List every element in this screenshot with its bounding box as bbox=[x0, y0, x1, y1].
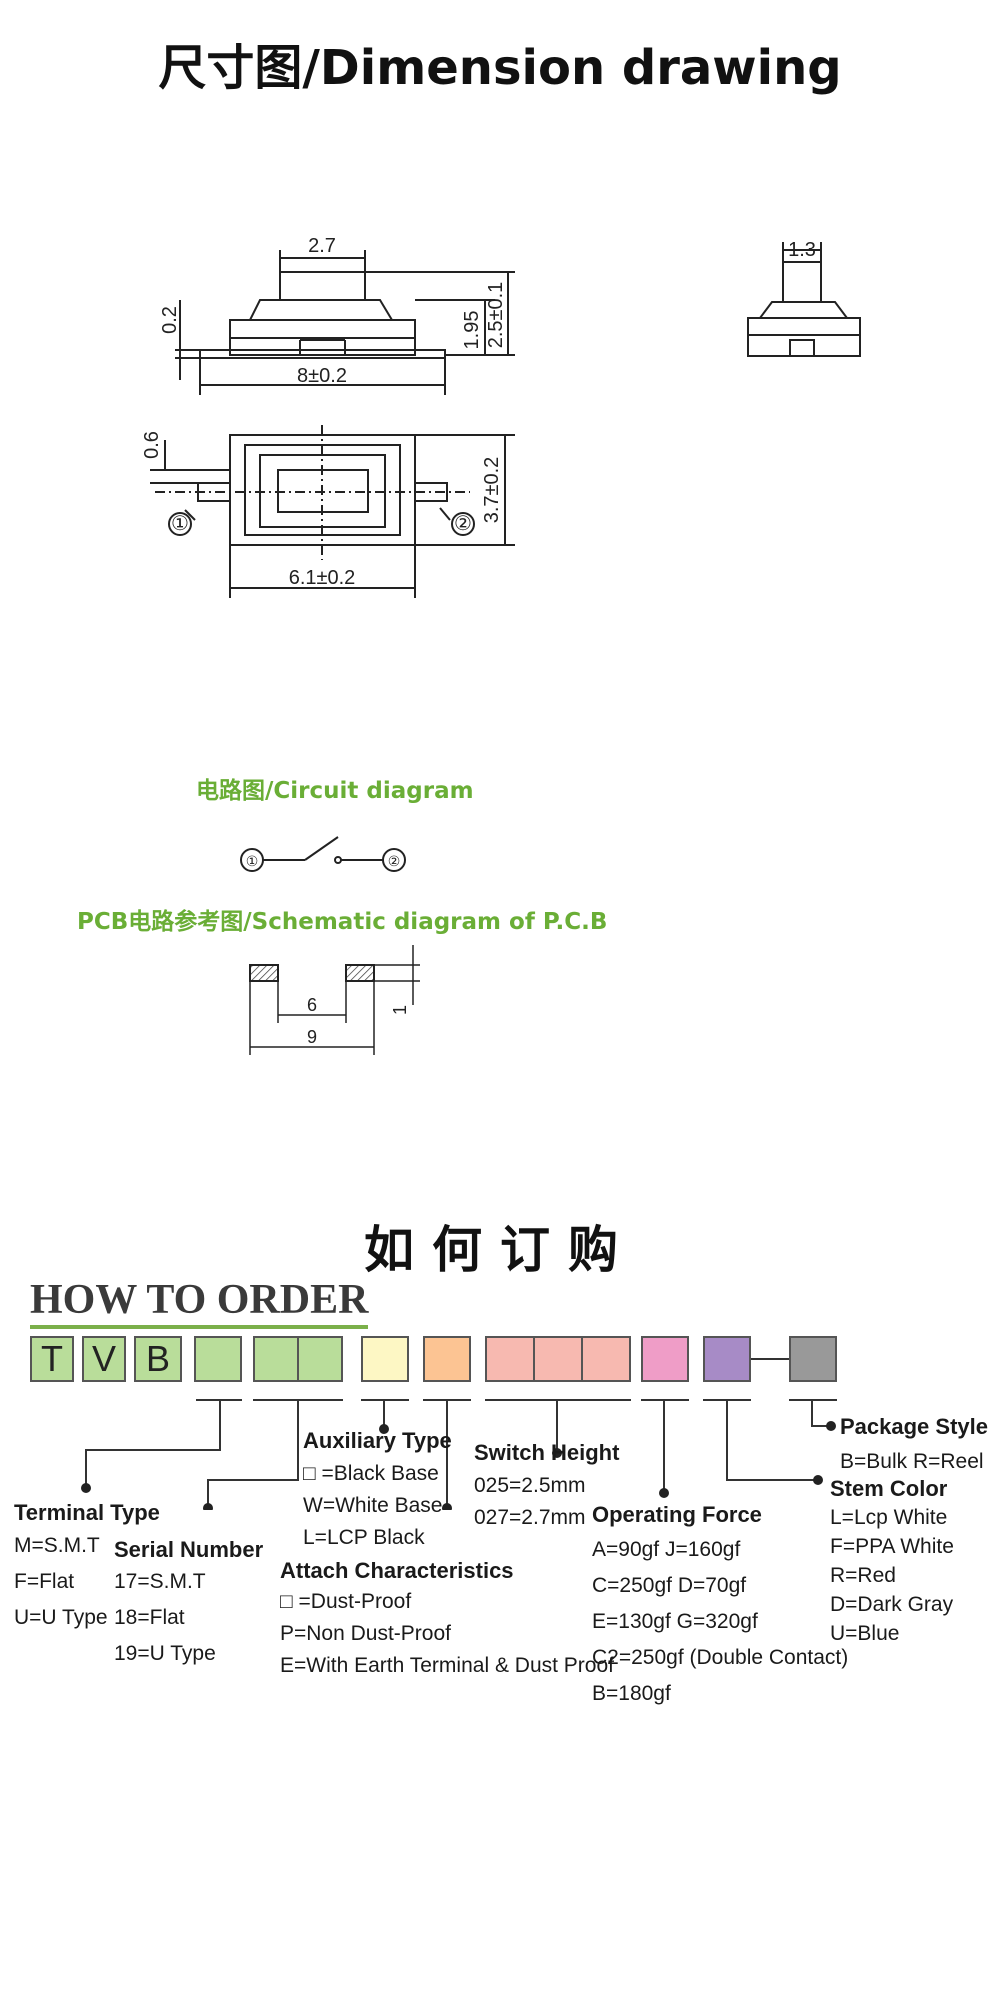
operating-force-heading: Operating Force bbox=[592, 1502, 762, 1527]
terminal-type-option: M=S.M.T bbox=[14, 1534, 100, 1557]
code-box: V bbox=[82, 1336, 126, 1382]
order-title-en: HOW TO ORDER bbox=[30, 1277, 369, 1323]
attach-option: E=With Earth Terminal & Dust Proof bbox=[280, 1654, 614, 1677]
stem-color-heading: Stem Color bbox=[830, 1476, 948, 1501]
svg-text:6: 6 bbox=[307, 995, 317, 1015]
stem-color-option: F=PPA White bbox=[830, 1535, 954, 1558]
attach-option: P=Non Dust-Proof bbox=[280, 1622, 451, 1645]
code-box bbox=[485, 1336, 535, 1382]
auxiliary-type-option: □ =Black Base bbox=[303, 1462, 439, 1485]
order-title-underline bbox=[30, 1325, 368, 1329]
actuator-side bbox=[279, 271, 366, 301]
auxiliary-type-heading: Auxiliary Type bbox=[303, 1428, 452, 1453]
switch-height-option: 025=2.5mm bbox=[474, 1474, 586, 1497]
code-box bbox=[703, 1336, 751, 1382]
svg-text:3.7±0.2: 3.7±0.2 bbox=[481, 457, 503, 524]
auxiliary-type-option: W=White Base bbox=[303, 1494, 443, 1517]
code-box: T bbox=[30, 1336, 74, 1382]
code-box bbox=[581, 1336, 631, 1382]
switch-height-option: 027=2.7mm bbox=[474, 1506, 586, 1529]
svg-text:①: ① bbox=[246, 854, 259, 870]
order-title-cn: 如何订购 bbox=[364, 1221, 636, 1279]
cap-side bbox=[248, 299, 394, 321]
svg-text:9: 9 bbox=[307, 1027, 317, 1047]
page-title: 尺寸图/Dimension drawing bbox=[158, 40, 842, 96]
operating-force-option: A=90gf J=160gf bbox=[592, 1538, 741, 1561]
svg-text:0.6: 0.6 bbox=[141, 431, 163, 459]
svg-text:1.3: 1.3 bbox=[788, 239, 816, 261]
svg-text:2.5±0.1: 2.5±0.1 bbox=[485, 282, 507, 349]
code-box bbox=[253, 1336, 299, 1382]
stem-color-option: R=Red bbox=[830, 1564, 896, 1587]
svg-text:1.95: 1.95 bbox=[461, 311, 483, 350]
svg-text:①: ① bbox=[171, 513, 189, 535]
serial-number-option: 19=U Type bbox=[114, 1642, 216, 1665]
attach-heading: Attach Characteristics bbox=[280, 1558, 514, 1583]
svg-text:6.1±0.2: 6.1±0.2 bbox=[289, 567, 356, 589]
svg-text:0.2: 0.2 bbox=[159, 306, 181, 334]
switch-height-heading: Switch Height bbox=[474, 1440, 620, 1465]
package-style-heading: Package Style bbox=[840, 1414, 988, 1439]
terminal-type-option: U=U Type bbox=[14, 1606, 108, 1629]
serial-number-option: 17=S.M.T bbox=[114, 1570, 206, 1593]
svg-text:8±0.2: 8±0.2 bbox=[297, 365, 347, 387]
code-box bbox=[789, 1336, 837, 1382]
operating-force-option: C2=250gf (Double Contact) bbox=[592, 1646, 849, 1669]
order-connectors bbox=[81, 1358, 837, 1510]
circuit-title: 电路图/Circuit diagram bbox=[196, 778, 474, 804]
code-box bbox=[641, 1336, 689, 1382]
serial-number-heading: Serial Number bbox=[114, 1537, 264, 1562]
auxiliary-type-option: L=LCP Black bbox=[303, 1526, 425, 1549]
terminal-type-option: F=Flat bbox=[14, 1570, 75, 1593]
svg-text:②: ② bbox=[454, 513, 472, 535]
stem-color-option: U=Blue bbox=[830, 1622, 900, 1645]
package-style-option: B=Bulk R=Reel bbox=[840, 1450, 984, 1473]
pcb-title: PCB电路参考图/Schematic diagram of P.C.B bbox=[77, 909, 608, 935]
stem-color-option: D=Dark Gray bbox=[830, 1593, 954, 1616]
code-box bbox=[297, 1336, 343, 1382]
pcb-diagram: 6 9 1 bbox=[249, 945, 420, 1055]
code-box bbox=[194, 1336, 242, 1382]
code-box bbox=[533, 1336, 583, 1382]
code-box bbox=[361, 1336, 409, 1382]
terminal-type-heading: Terminal Type bbox=[14, 1500, 160, 1525]
stem-color-option: L=Lcp White bbox=[830, 1506, 948, 1529]
operating-force-option: C=250gf D=70gf bbox=[592, 1574, 747, 1597]
operating-force-option: E=130gf G=320gf bbox=[592, 1610, 758, 1633]
serial-number-option: 18=Flat bbox=[114, 1606, 185, 1629]
svg-text:1: 1 bbox=[390, 1005, 410, 1015]
operating-force-option: B=180gf bbox=[592, 1682, 671, 1705]
circuit-diagram: ① ② bbox=[240, 836, 406, 872]
svg-text:②: ② bbox=[388, 854, 401, 870]
svg-text:2.7: 2.7 bbox=[308, 235, 336, 257]
code-box: B bbox=[134, 1336, 182, 1382]
attach-option: □ =Dust-Proof bbox=[280, 1590, 412, 1613]
code-box bbox=[423, 1336, 471, 1382]
dimension-drawing: 2.7 1.3 8±0.2 6.1±0.2 0.2 1.95 2.5±0.1 0… bbox=[141, 235, 861, 598]
